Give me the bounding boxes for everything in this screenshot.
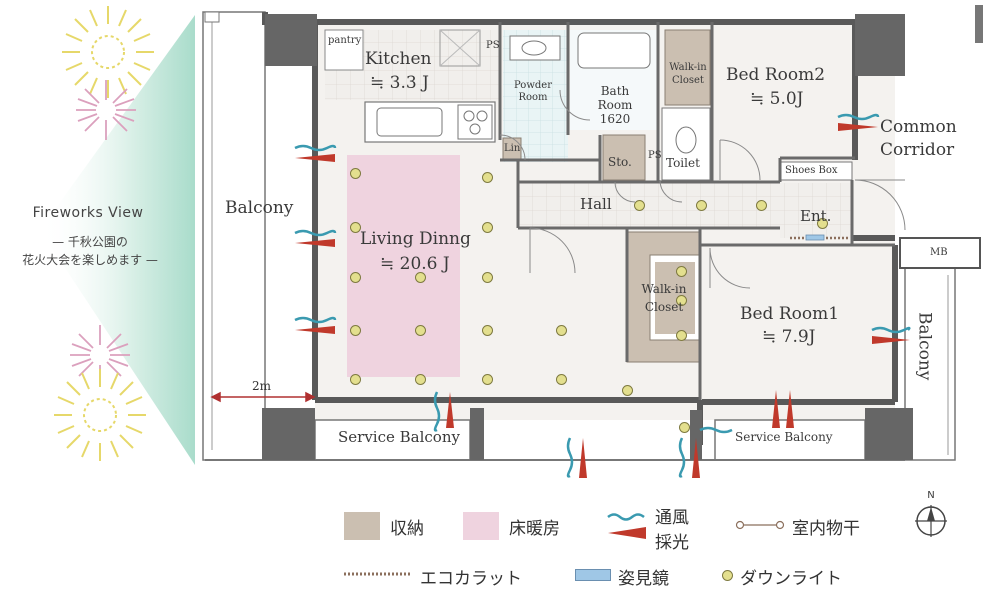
legend-floor-heating: 床暖房 (509, 519, 560, 539)
label-sto: Sto. (608, 155, 632, 169)
structural-columns (262, 14, 913, 460)
label-walkin-closet-2a: Walk-in (641, 282, 687, 296)
downlight (350, 168, 361, 179)
downlight (676, 266, 687, 277)
label-common-corridor-2: Corridor (880, 140, 955, 160)
downlight (415, 374, 426, 385)
fireworks-subtitle-2: 花火大会を楽しめます — (22, 253, 158, 267)
label-walkin-closet-1b: Closet (672, 75, 704, 86)
label-walkin-closet-1a: Walk-in (669, 62, 707, 73)
legend-downlight-icon (722, 570, 733, 581)
label-powder-room-2: Room (518, 92, 548, 103)
label-bedroom1-size: ≒ 7.9J (762, 327, 816, 347)
label-balcony-right: Balcony (914, 312, 935, 381)
fireworks-view-fan (40, 15, 195, 465)
downlight (482, 222, 493, 233)
firework-yellow-top (62, 6, 154, 98)
legend-eco-carat: エコカラット (420, 569, 522, 589)
label-common-corridor-1: Common (880, 117, 957, 137)
label-living: Living Dinng (360, 229, 471, 249)
legend-storage: 収納 (390, 519, 424, 539)
legend-ventilation-1: 通風 (655, 508, 689, 528)
label-bedroom2-size: ≒ 5.0J (750, 89, 804, 109)
downlight (415, 272, 426, 283)
downlight (817, 218, 828, 229)
downlight (556, 374, 567, 385)
downlight (756, 200, 767, 211)
downlight (634, 200, 645, 211)
firework-pink-bottom (70, 325, 130, 385)
label-bath-1: Bath (600, 84, 630, 98)
downlight (350, 222, 361, 233)
downlight (350, 272, 361, 283)
label-toilet: Toilet (666, 156, 700, 170)
label-kitchen-size: ≒ 3.3 J (370, 73, 429, 93)
dimension-2m-line (210, 391, 316, 403)
legend-indoor-drying: 室内物干 (792, 519, 860, 539)
label-shoes-box: Shoes Box (785, 165, 838, 176)
label-dimension-2m: 2m (252, 379, 272, 393)
legend-swatch-floor-heating (463, 512, 499, 540)
downlight (679, 422, 690, 433)
label-service-balcony-1: Service Balcony (338, 428, 460, 446)
legend-swatch-mirror (575, 569, 611, 581)
downlight (415, 325, 426, 336)
downlight (622, 385, 633, 396)
downlight (350, 325, 361, 336)
label-ps-mid: PS (648, 150, 662, 161)
label-bedroom2: Bed Room2 (726, 65, 826, 85)
label-bath-3: 1620 (599, 112, 631, 126)
legend-downlight: ダウンライト (740, 569, 842, 589)
label-service-balcony-2: Service Balcony (735, 430, 833, 444)
label-powder-room-1: Powder (513, 80, 552, 91)
floor-heating-area (347, 155, 460, 377)
label-mb: MB (930, 247, 948, 258)
downlight (676, 295, 687, 306)
downlight (696, 200, 707, 211)
label-lin: Lin (504, 143, 521, 154)
mirror-mark (805, 234, 825, 241)
firework-pink-top (76, 80, 136, 140)
balcony-left-area (202, 11, 266, 461)
walk-in-closet-1 (664, 29, 711, 106)
downlight (482, 325, 493, 336)
label-ent: Ent. (800, 207, 832, 225)
firework-yellow-bottom (54, 369, 146, 461)
mb-box (899, 237, 981, 269)
legend-mirror: 姿見鏡 (618, 569, 669, 589)
label-living-size: ≒ 20.6 J (380, 254, 450, 274)
door-swings (499, 89, 906, 289)
legend-swatch-storage (344, 512, 380, 540)
label-kitchen: Kitchen (365, 49, 432, 69)
legend-ventilation-2: 採光 (655, 533, 689, 553)
label-hall: Hall (580, 195, 612, 213)
downlight (482, 272, 493, 283)
interior-walls (498, 22, 895, 400)
label-pantry: pantry (328, 35, 362, 46)
label-bedroom1: Bed Room1 (740, 304, 840, 324)
storage-sto (602, 134, 646, 181)
downlight (482, 374, 493, 385)
compass-icon (915, 505, 947, 537)
downlight (556, 325, 567, 336)
fireworks-subtitle-1: — 千秋公園の (52, 235, 128, 249)
label-bath-2: Room (597, 98, 633, 112)
label-ps-top: PS (486, 40, 500, 51)
legend-eco-carat-icon (344, 572, 412, 576)
legend-drying-icon (735, 520, 785, 530)
compass: N (914, 490, 948, 540)
downlight (676, 330, 687, 341)
label-balcony-left: Balcony (225, 198, 294, 218)
legend-vent-icon (607, 513, 646, 539)
downlight (350, 374, 361, 385)
label-walkin-closet-2b: Closet (644, 300, 684, 314)
downlight (482, 172, 493, 183)
compass-north-label: N (927, 490, 935, 501)
fireworks-view-title: Fireworks View (32, 205, 144, 221)
